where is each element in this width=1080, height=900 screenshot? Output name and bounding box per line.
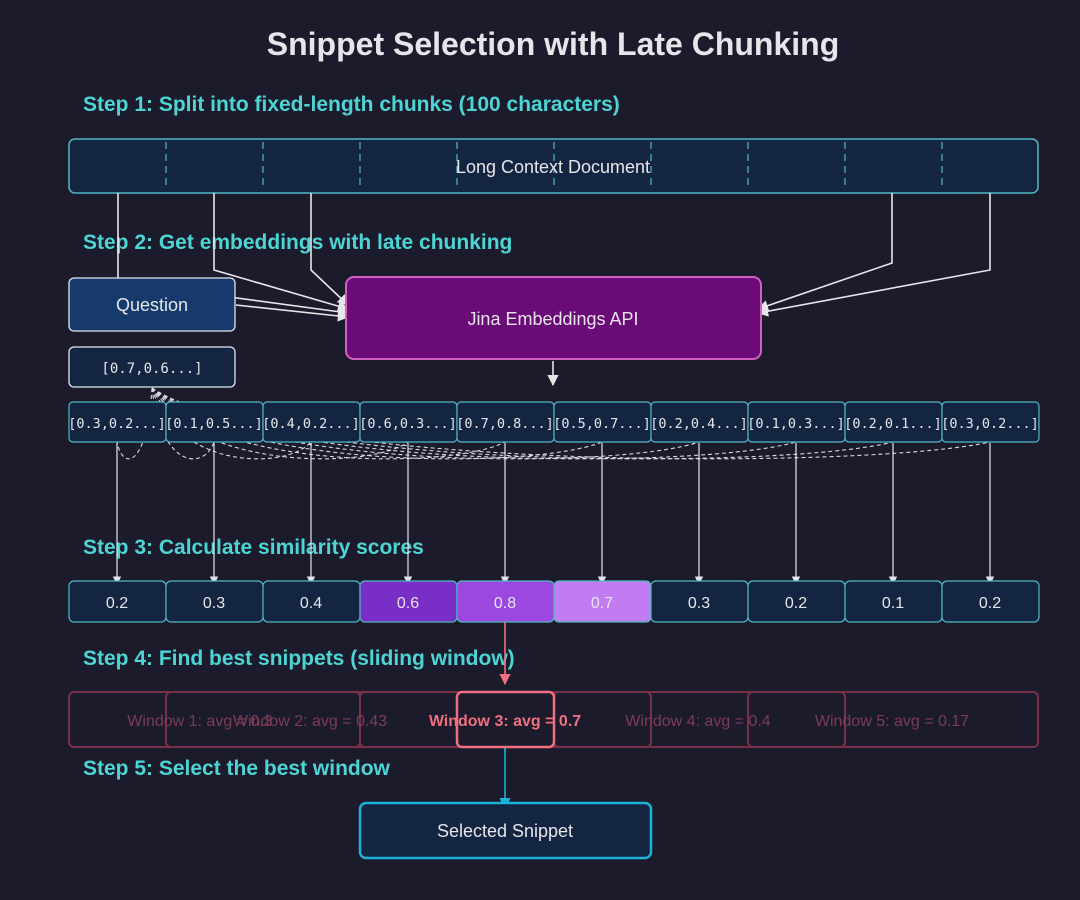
chunk-embedding-label: [0.3,0.2...] [68, 416, 166, 432]
chunk-embedding-box: [0.5,0.7...] [553, 401, 652, 443]
similarity-score-box: 0.2 [68, 580, 167, 623]
arrow-chunk-2 [213, 193, 350, 312]
similarity-score-label: 0.4 [300, 595, 322, 612]
similarity-score-label: 0.8 [494, 595, 516, 612]
window-label: Window 5: avg = 0.17 [815, 713, 969, 730]
long-context-document: Long Context Document [68, 138, 1039, 194]
step-1-label: Step 1: Split into fixed-length chunks (… [83, 93, 620, 116]
similarity-score-box: 0.1 [844, 580, 943, 623]
diagram-title: Snippet Selection with Late Chunking [267, 26, 839, 62]
similarity-score-label: 0.1 [882, 595, 904, 612]
step-4-label: Step 4: Find best snippets (sliding wind… [83, 647, 515, 670]
comparison-curve [151, 387, 215, 460]
similarity-score-box: 0.6 [359, 580, 458, 623]
chunk-embedding-label: [0.1,0.3...] [747, 416, 845, 432]
arrow-chunk-10 [756, 193, 991, 317]
window-label: Window 4: avg = 0.4 [625, 713, 771, 730]
similarity-score-label: 0.7 [591, 595, 613, 612]
jina-api-box: Jina Embeddings API [345, 276, 762, 360]
chunk-embedding-label: [0.1,0.5...] [165, 416, 263, 432]
chunk-embedding-label: [0.2,0.1...] [844, 416, 942, 432]
step-3-label: Step 3: Calculate similarity scores [83, 536, 424, 559]
similarity-score-label: 0.2 [785, 595, 807, 612]
chunk-embedding-box: [0.1,0.3...] [747, 401, 846, 443]
similarity-score-label: 0.3 [203, 595, 225, 612]
best-window [455, 690, 556, 749]
chunk-embedding-box: [0.7,0.8...] [456, 401, 555, 443]
chunk-to-api-arrows [117, 193, 991, 322]
chunk-embedding-box: [0.3,0.2...] [941, 401, 1040, 443]
similarity-score-label: 0.2 [106, 595, 128, 612]
similarity-score-box: 0.4 [262, 580, 361, 623]
similarity-scores-row: 0.2 0.3 0.4 0.6 0.8 0.7 0.3 0.2 0.1 0.2 [68, 580, 1040, 623]
question-embedding-box: [0.7,0.6...] [68, 346, 236, 388]
window-label: Window 1: avg = 0.3 [127, 713, 273, 730]
embedding-to-score-arrows [112, 443, 995, 585]
chunk-embedding-label: [0.5,0.7...] [553, 416, 651, 432]
chunk-embeddings-row: [0.3,0.2...][0.1,0.5...][0.4,0.2...][0.6… [68, 401, 1040, 443]
similarity-score-box: 0.3 [165, 580, 264, 623]
selected-snippet-box: Selected Snippet [358, 801, 653, 860]
chunk-embedding-label: [0.4,0.2...] [262, 416, 360, 432]
question-box: Question [68, 277, 236, 332]
similarity-score-label: 0.2 [979, 595, 1001, 612]
chunk-embedding-label: [0.3,0.2...] [941, 416, 1039, 432]
chunk-embedding-label: [0.7,0.8...] [456, 416, 554, 432]
step-2-label: Step 2: Get embeddings with late chunkin… [83, 231, 512, 254]
similarity-score-box: 0.3 [650, 580, 749, 623]
selected-snippet-label: Selected Snippet [437, 821, 573, 841]
comparison-curve [151, 387, 797, 460]
similarity-score-box: 0.7 [553, 580, 652, 623]
chunk-embedding-label: [0.2,0.4...] [650, 416, 748, 432]
similarity-score-label: 0.3 [688, 595, 710, 612]
api-label: Jina Embeddings API [467, 309, 638, 329]
question-embedding-label: [0.7,0.6...] [101, 361, 202, 377]
chunk-embedding-box: [0.2,0.1...] [844, 401, 943, 443]
window-label: Window 2: avg = 0.43 [233, 713, 387, 730]
chunk-embedding-box: [0.3,0.2...] [68, 401, 167, 443]
chunk-embedding-box: [0.1,0.5...] [165, 401, 264, 443]
window [747, 691, 846, 748]
similarity-score-box: 0.8 [456, 580, 555, 623]
chunk-embedding-box: [0.2,0.4...] [650, 401, 749, 443]
arrow-chunk-3 [310, 193, 349, 306]
document-label: Long Context Document [456, 157, 650, 177]
similarity-score-box: 0.2 [747, 580, 846, 623]
question-label: Question [116, 295, 188, 315]
arrow-question-to-api [235, 304, 350, 322]
similarity-score-box: 0.2 [941, 580, 1040, 623]
similarity-score-label: 0.6 [397, 595, 419, 612]
chunk-embedding-box: [0.6,0.3...] [359, 401, 458, 443]
step-5-label: Step 5: Select the best window [83, 757, 391, 780]
window-label: Window 3: avg = 0.7 [429, 713, 581, 730]
chunk-embedding-label: [0.6,0.3...] [359, 416, 457, 432]
arrow-chunk-9 [756, 193, 893, 312]
chunk-embedding-box: [0.4,0.2...] [262, 401, 361, 443]
